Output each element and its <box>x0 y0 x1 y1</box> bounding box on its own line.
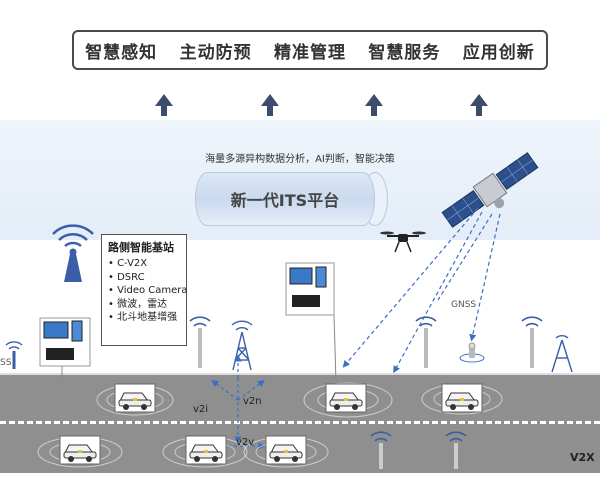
device-panel-left <box>39 317 91 367</box>
car-icon <box>441 383 483 413</box>
roadside-station-item: Video Camera <box>108 284 187 298</box>
roadside-antenna-icon <box>415 316 437 368</box>
car-icon <box>265 435 307 465</box>
roadside-antenna-icon <box>189 316 211 368</box>
capability-service: 智慧服务 <box>368 42 441 63</box>
roadside-station-title: 路侧智能基站 <box>108 241 174 254</box>
capability-bar: 智慧感知 主动防预 精准管理 智慧服务 应用创新 <box>72 30 548 70</box>
car-icon <box>185 435 227 465</box>
roadside-station-item: 微波，雷达 <box>108 298 180 312</box>
its-platform-cylinder: 新一代ITS平台 <box>195 172 375 226</box>
capability-management: 精准管理 <box>273 42 346 63</box>
edge-ss-label: SS <box>0 358 12 368</box>
cell-tower-icon <box>231 320 253 371</box>
device-panel-center <box>285 262 335 316</box>
gnss-label: GNSS <box>451 300 477 310</box>
cell-tower-icon <box>551 335 573 373</box>
roadside-antenna-icon <box>370 431 392 469</box>
v2i-label: v2i <box>193 404 209 415</box>
v2n-label: v2n <box>243 396 262 407</box>
up-arrow-icon <box>261 94 279 116</box>
capability-prevention: 主动防预 <box>179 42 252 63</box>
up-arrow-icon <box>365 94 383 116</box>
drone-icon <box>380 231 426 253</box>
panel-connector <box>333 314 337 383</box>
roadside-antenna-icon <box>445 431 467 469</box>
satellite-links <box>342 207 501 374</box>
car-icon <box>59 435 101 465</box>
roadside-station-item: C-V2X <box>108 257 180 271</box>
capability-perception: 智慧感知 <box>85 42 158 63</box>
road-edge <box>0 373 600 375</box>
car-icon <box>325 383 367 413</box>
roadside-station-item: 北斗地基增强 <box>108 311 180 325</box>
roadside-station-item: DSRC <box>108 271 180 285</box>
roadside-antenna-icon <box>5 341 23 369</box>
platform-name: 新一代ITS平台 <box>230 191 340 210</box>
car-icon <box>114 383 156 413</box>
up-arrow-icon <box>155 94 173 116</box>
satellite-icon <box>441 152 539 228</box>
v2x-label: V2X <box>570 451 595 464</box>
cars-layer <box>59 383 483 465</box>
gnss-station-icon <box>459 342 485 363</box>
lane-divider <box>0 421 600 424</box>
platform-caption: 海量多源异构数据分析，AI判断，智能决策 <box>205 154 395 165</box>
roadside-station-box: 路侧智能基站 C-V2X DSRC Video Camera 微波，雷达 北斗地… <box>101 234 188 346</box>
capability-innovation: 应用创新 <box>462 42 535 63</box>
roadside-antenna-icon <box>521 316 543 368</box>
v2v-label: v2v <box>236 437 255 448</box>
antenna-icon <box>52 224 94 282</box>
up-arrow-icon <box>470 94 488 116</box>
